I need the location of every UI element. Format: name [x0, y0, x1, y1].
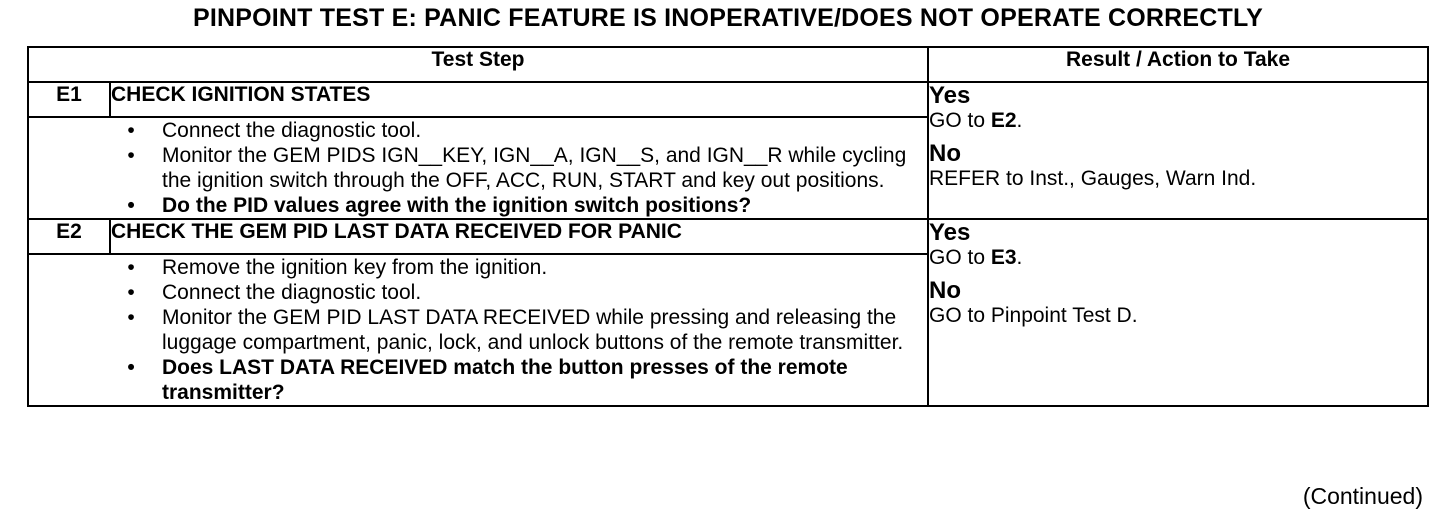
- no-action: GO to Pinpoint Test D.: [929, 304, 1138, 327]
- step-body-row-e2: •Remove the ignition key from the igniti…: [27, 253, 1428, 407]
- yes-label: Yes: [929, 82, 971, 109]
- bullet-icon: •: [127, 256, 135, 279]
- no-action: REFER to Inst., Gauges, Warn Ind.: [929, 167, 1257, 190]
- list-item: •Connect the diagnostic tool.: [29, 118, 927, 143]
- bullet-icon: •: [127, 356, 135, 379]
- no-label: No: [929, 277, 961, 304]
- step-link-e2: E2: [990, 109, 1017, 132]
- result-header: Result / Action to Take: [927, 46, 1429, 83]
- step-id-e1: E1: [27, 81, 111, 118]
- step-body-row-e1: •Connect the diagnostic tool. •Monitor t…: [27, 116, 1428, 220]
- step-title-e1: CHECK IGNITION STATES: [109, 81, 929, 118]
- question-item: •Do the PID values agree with the igniti…: [29, 193, 927, 218]
- page-title: PINPOINT TEST E: PANIC FEATURE IS INOPER…: [192, 4, 1264, 32]
- bullet-icon: •: [127, 119, 135, 142]
- bullet-icon: •: [127, 144, 135, 167]
- step-title-e2: CHECK THE GEM PID LAST DATA RECEIVED FOR…: [109, 218, 929, 255]
- pinpoint-test-table: Test Step Result / Action to Take E1 CHE…: [27, 46, 1429, 407]
- list-item: •Connect the diagnostic tool.: [29, 280, 927, 305]
- step-row-e2: E2 CHECK THE GEM PID LAST DATA RECEIVED …: [27, 218, 1429, 407]
- step-body-e1: •Connect the diagnostic tool. •Monitor t…: [27, 116, 929, 220]
- bullet-icon: •: [127, 194, 135, 217]
- list-item: •Monitor the GEM PID LAST DATA RECEIVED …: [29, 305, 927, 355]
- list-item: •Remove the ignition key from the igniti…: [29, 255, 927, 280]
- step-id-e2: E2: [27, 218, 111, 255]
- question-item: •Does LAST DATA RECEIVED match the butto…: [29, 355, 927, 405]
- result-cell-e1: Yes GO to E2. No REFER to Inst., Gauges,…: [927, 81, 1429, 220]
- step-body-e2: •Remove the ignition key from the igniti…: [27, 253, 929, 407]
- continued-label: (Continued): [1302, 483, 1423, 509]
- yes-label: Yes: [929, 219, 971, 246]
- bullet-icon: •: [127, 281, 135, 304]
- yes-action: GO to E3.: [929, 246, 1023, 269]
- test-step-header: Test Step: [27, 46, 929, 83]
- bullet-icon: •: [127, 306, 135, 329]
- result-cell-e2: Yes GO to E3. No GO to Pinpoint Test D.: [927, 218, 1429, 407]
- step-row-e1: E1 CHECK IGNITION STATES Yes GO to E2. N…: [27, 81, 1429, 220]
- header-row: Test Step Result / Action to Take: [27, 46, 1429, 83]
- no-label: No: [929, 140, 961, 167]
- step-link-e3: E3: [990, 246, 1017, 269]
- list-item: •Monitor the GEM PIDS IGN__KEY, IGN__A, …: [29, 143, 927, 193]
- yes-action: GO to E2.: [929, 109, 1023, 132]
